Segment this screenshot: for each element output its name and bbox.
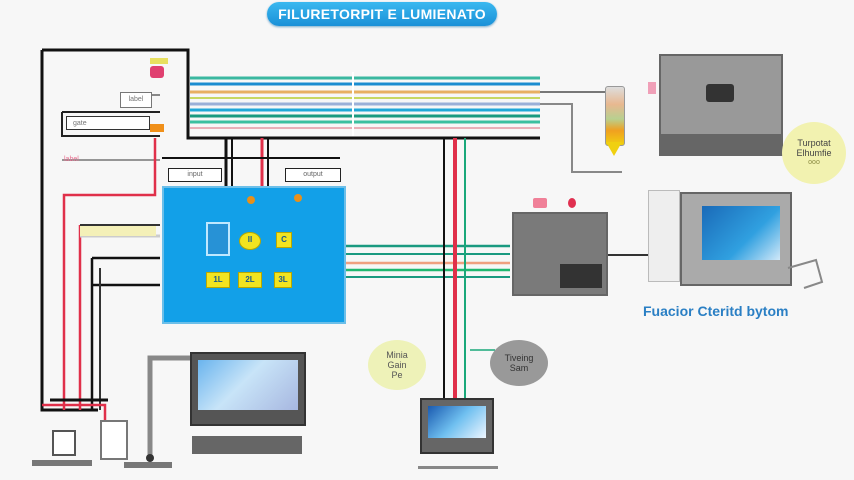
bubble-bottom-left: Minia Gain Pe — [368, 340, 426, 390]
indicator-knob-2 — [294, 194, 302, 202]
foot-switch-1-icon — [52, 430, 76, 456]
left-branch-wires — [42, 94, 160, 420]
hmi-cable — [787, 258, 824, 289]
bubble-bottom-right: Tiveing Sam — [490, 340, 548, 386]
keyboard-icon — [192, 436, 302, 454]
bubble-bottom-left-line3: Pe — [391, 370, 403, 380]
connector-red-icon — [150, 66, 164, 78]
laptop-base — [418, 466, 498, 469]
left-box-1: label — [120, 92, 152, 108]
indicator-knob-1 — [247, 196, 255, 204]
terminal-strip — [661, 134, 781, 154]
bubble-top-right: Turpotat Elhumfie ooo — [782, 122, 846, 184]
yellow-wire-band — [80, 226, 156, 236]
panel-button-3l[interactable]: 3L — [274, 272, 292, 288]
foot-switch-2-icon — [100, 420, 128, 460]
laptop-icon — [420, 398, 494, 454]
pc-cable — [147, 355, 195, 458]
power-supply-unit — [659, 54, 783, 156]
panel-button-ii[interactable]: II — [239, 232, 261, 250]
connector-pink-icon — [648, 82, 656, 94]
bubble-top-right-line2: Elhumfie — [796, 148, 832, 158]
bubble-bottom-right-line1: Tiveing — [504, 353, 534, 363]
hmi-side-module — [648, 190, 680, 282]
upper-bus — [190, 72, 622, 173]
sensor-tip-icon — [606, 142, 622, 156]
plc-indicator-2 — [568, 198, 576, 208]
plc-indicator-1 — [533, 198, 547, 208]
plc-controller — [512, 212, 608, 296]
plc-terminal-block — [560, 264, 602, 288]
bubble-top-right-line1: Turpotat — [797, 138, 831, 148]
floor-connector-icon — [146, 454, 154, 462]
panel-tab-output: output — [285, 168, 341, 182]
bubble-top-right-line3: ooo — [808, 159, 820, 166]
hmi-touch-panel — [680, 192, 792, 286]
hmi-screen[interactable] — [702, 206, 780, 260]
laptop-screen — [428, 406, 486, 438]
left-row-label: label — [64, 156, 79, 163]
bubble-bottom-left-line1: Minia — [386, 350, 408, 360]
controller-bus — [346, 138, 650, 400]
floor-base-2 — [124, 462, 172, 468]
panel-button-c[interactable]: C — [276, 232, 292, 248]
bubble-bottom-left-line2: Gain — [387, 360, 407, 370]
bubble-bottom-right-line2: Sam — [509, 363, 529, 373]
panel-button-2l[interactable]: 2L — [238, 272, 262, 288]
pc-monitor-icon — [190, 352, 306, 426]
control-panel: II C 1L 2L 3L — [162, 186, 346, 324]
tag-yellow — [150, 58, 168, 64]
pc-monitor-screen — [198, 360, 298, 410]
floor-base-1 — [32, 460, 92, 466]
diagram-title: FILURETORPIT E LUMIENATO — [267, 2, 497, 26]
panel-tab-input: input — [168, 168, 222, 182]
panel-button-1l[interactable]: 1L — [206, 272, 230, 288]
display-window — [706, 84, 734, 102]
connector-orange-icon — [150, 124, 164, 132]
sensor-probe-icon — [605, 86, 625, 146]
panel-display — [206, 222, 230, 256]
system-caption: Fuacior Cteritd bytom — [643, 303, 789, 319]
panel-drops — [162, 138, 340, 186]
left-box-2: gate — [66, 116, 150, 130]
